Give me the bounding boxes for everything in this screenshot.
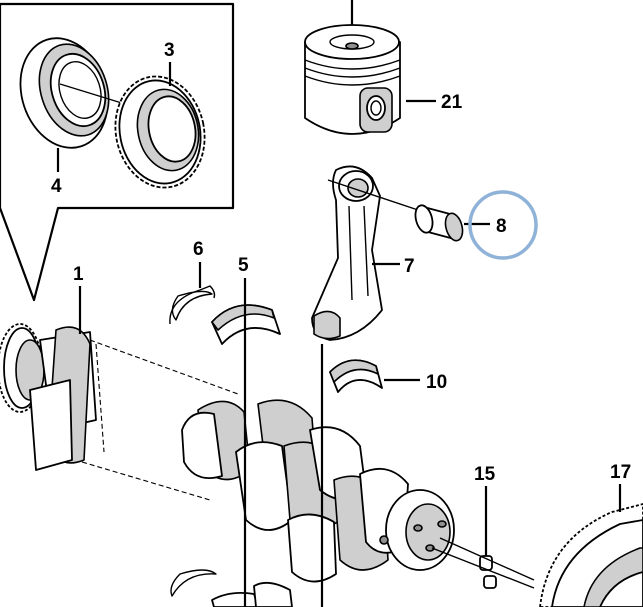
thrust-washer-6 — [169, 285, 216, 325]
dowel-pins-part — [431, 537, 535, 589]
piston-pin-part — [414, 204, 464, 242]
callout-5: 5 — [238, 255, 249, 276]
callout-7: 7 — [404, 256, 415, 277]
callout-17: 17 — [610, 462, 631, 483]
seal-ring-part — [19, 37, 139, 149]
callout-1: 1 — [73, 264, 84, 285]
piston-part — [304, 0, 401, 135]
callout-10: 10 — [426, 372, 447, 393]
flywheel-part — [539, 503, 643, 607]
connecting-rod-part — [311, 165, 419, 341]
callout-3: 3 — [164, 40, 175, 61]
highlight-circle — [468, 190, 538, 260]
rod-bearing-shell-10 — [329, 359, 383, 393]
detail-inset — [0, 2, 235, 302]
callout-8: 8 — [496, 216, 507, 237]
callout-6: 6 — [193, 239, 204, 260]
crankshaft-part — [0, 323, 455, 583]
leader-lines — [56, 62, 622, 607]
lower-bearing-shells — [170, 569, 293, 607]
callout-21: 21 — [441, 92, 463, 113]
callout-4: 4 — [51, 176, 62, 197]
callout-15: 15 — [474, 464, 496, 485]
timing-gear-part — [114, 75, 206, 189]
